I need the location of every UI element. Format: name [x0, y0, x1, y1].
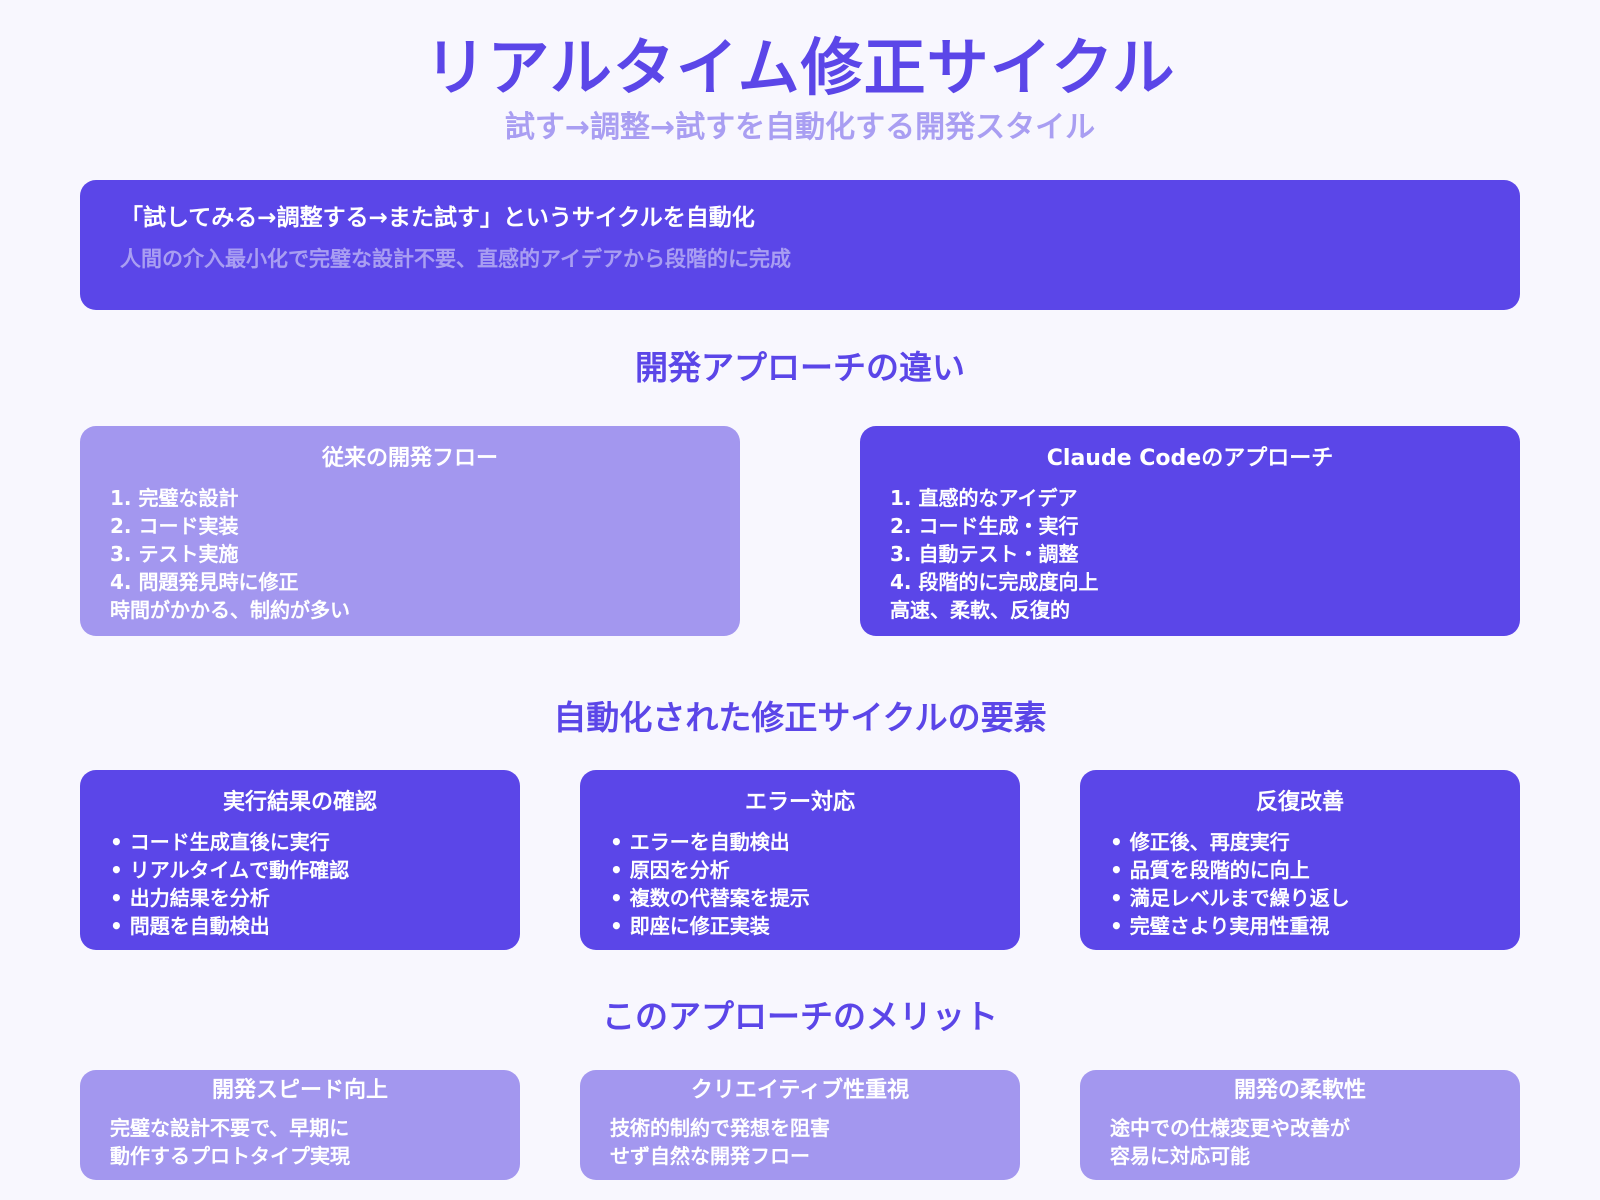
section-title-comparison: 開発アプローチの違い [635, 348, 965, 387]
list-item: • 完璧さより実用性重視 [1110, 914, 1330, 938]
intro-lead: 「試してみる→調整する→また試す」というサイクルを自動化 [120, 205, 755, 231]
list-summary: 時間がかかる、制約が多い [110, 598, 350, 622]
section-title-elements: 自動化された修正サイクルの要素 [553, 698, 1047, 737]
element-card-iteration: 反復改善 • 修正後、再度実行 • 品質を段階的に向上 • 満足レベルまで繰り返… [1080, 770, 1520, 950]
card-title: クリエイティブ性重視 [690, 1078, 910, 1103]
card-desc-line: 完璧な設計不要で、早期に [110, 1116, 350, 1140]
list-item: • 品質を段階的に向上 [1110, 858, 1310, 882]
list-item: • 問題を自動検出 [110, 914, 270, 938]
bullet-list: • コード生成直後に実行 • リアルタイムで動作確認 • 出力結果を分析 • 問… [110, 828, 490, 940]
list-item: 3. テスト実施 [110, 542, 239, 566]
list-item: 4. 問題発見時に修正 [110, 570, 299, 594]
list-item: • リアルタイムで動作確認 [110, 858, 350, 882]
list-item: 2. コード生成・実行 [890, 514, 1079, 538]
list-item: • 出力結果を分析 [110, 886, 270, 910]
card-title: 反復改善 [1255, 790, 1344, 815]
benefit-card-flexibility: 開発の柔軟性 途中での仕様変更や改善が 容易に対応可能 [1080, 1070, 1520, 1180]
list-item: 1. 直感的なアイデア [890, 486, 1078, 510]
list-item: • エラーを自動検出 [610, 830, 790, 854]
traditional-flow-list: 1. 完璧な設計 2. コード実装 3. テスト実施 4. 問題発見時に修正 時… [110, 484, 710, 624]
page-title: リアルタイム修正サイクル [424, 31, 1176, 104]
element-card-execution: 実行結果の確認 • コード生成直後に実行 • リアルタイムで動作確認 • 出力結… [80, 770, 520, 950]
card-title: エラー対応 [744, 790, 855, 815]
list-item: • コード生成直後に実行 [110, 830, 330, 854]
list-item: 3. 自動テスト・調整 [890, 542, 1079, 566]
card-title: 開発スピード向上 [211, 1078, 388, 1103]
claude-approach-card: Claude Codeのアプローチ 1. 直感的なアイデア 2. コード生成・実… [860, 426, 1520, 636]
card-desc-line: 動作するプロトタイプ実現 [110, 1144, 350, 1168]
traditional-flow-card: 従来の開発フロー 1. 完璧な設計 2. コード実装 3. テスト実施 4. 問… [80, 426, 740, 636]
list-item: 4. 段階的に完成度向上 [890, 570, 1099, 594]
bullet-list: • エラーを自動検出 • 原因を分析 • 複数の代替案を提示 • 即座に修正実装 [610, 828, 990, 940]
bullet-list: • 修正後、再度実行 • 品質を段階的に向上 • 満足レベルまで繰り返し • 完… [1110, 828, 1490, 940]
claude-approach-list: 1. 直感的なアイデア 2. コード生成・実行 3. 自動テスト・調整 4. 段… [890, 484, 1490, 624]
list-item: • 原因を分析 [610, 858, 730, 882]
card-title: 従来の開発フロー [321, 446, 498, 471]
card-desc-line: せず自然な開発フロー [610, 1144, 810, 1168]
intro-sub: 人間の介入最小化で完璧な設計不要、直感的アイデアから段階的に完成 [120, 247, 791, 271]
list-item: • 即座に修正実装 [610, 914, 770, 938]
card-desc-line: 途中での仕様変更や改善が [1110, 1116, 1350, 1140]
card-title: 開発の柔軟性 [1233, 1078, 1366, 1103]
list-summary: 高速、柔軟、反復的 [890, 598, 1070, 622]
list-item: 2. コード実装 [110, 514, 239, 538]
list-item: • 満足レベルまで繰り返し [1110, 886, 1350, 910]
section-title-benefits: このアプローチのメリット [602, 997, 998, 1036]
card-desc-line: 技術的制約で発想を阻害 [610, 1116, 830, 1140]
page-subtitle: 試す→調整→試すを自動化する開発スタイル [504, 110, 1096, 145]
card-desc-line: 容易に対応可能 [1110, 1144, 1250, 1168]
element-card-error-handling: エラー対応 • エラーを自動検出 • 原因を分析 • 複数の代替案を提示 • 即… [580, 770, 1020, 950]
benefit-card-creativity: クリエイティブ性重視 技術的制約で発想を阻害 せず自然な開発フロー [580, 1070, 1020, 1180]
list-item: 1. 完璧な設計 [110, 486, 239, 510]
list-item: • 修正後、再度実行 [1110, 830, 1290, 854]
card-title: Claude Codeのアプローチ [1046, 446, 1334, 471]
card-title: 実行結果の確認 [222, 790, 377, 815]
intro-banner: 「試してみる→調整する→また試す」というサイクルを自動化 人間の介入最小化で完璧… [80, 180, 1520, 310]
list-item: • 複数の代替案を提示 [610, 886, 810, 910]
benefit-card-speed: 開発スピード向上 完璧な設計不要で、早期に 動作するプロトタイプ実現 [80, 1070, 520, 1180]
